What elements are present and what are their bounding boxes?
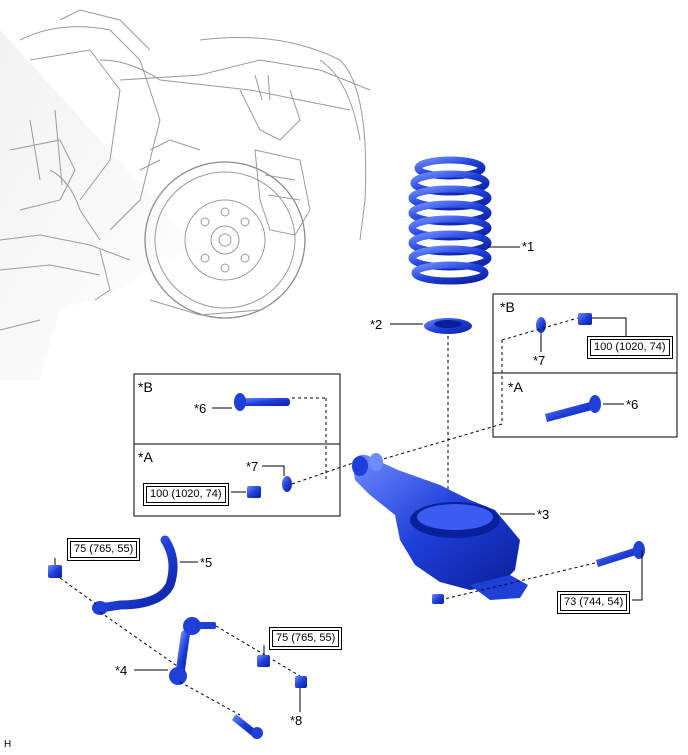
- dashed-line: [291, 461, 357, 485]
- leader-line: [632, 550, 643, 601]
- dashed-line: [59, 577, 97, 605]
- link-nut-lower: [295, 676, 307, 688]
- torque-spec-left-a: 100 (1020, 74): [143, 483, 229, 506]
- bolt-right-a: [545, 395, 601, 422]
- leader-line: [262, 465, 285, 476]
- torque-spec-stabilizer: 75 (765, 55): [66, 538, 141, 561]
- dashed-line: [215, 625, 301, 677]
- dashed-line: [439, 562, 596, 601]
- callout-8: *8: [290, 713, 303, 728]
- callout-6-left: *6: [194, 401, 207, 416]
- dashed-line: [379, 423, 503, 461]
- torque-spec-right-b: 100 (1020, 74): [587, 336, 673, 359]
- link-bolt: [232, 714, 263, 739]
- washer-left-a: [282, 476, 292, 492]
- stabilizer-bar: [92, 535, 178, 615]
- left-variant-box: [133, 373, 341, 517]
- dashed-line: [501, 317, 579, 341]
- corner-code: H: [4, 739, 12, 750]
- torque-spec-link: 75 (765, 55): [268, 627, 343, 650]
- nut-right-b: [578, 313, 592, 325]
- vehicle-background: [0, 9, 371, 380]
- callout-3: *3: [537, 507, 550, 522]
- washer-right-b: [536, 317, 546, 333]
- callout-2: *2: [370, 317, 383, 332]
- variant-header-right-b: *B: [500, 299, 515, 315]
- callout-7-right: *7: [533, 353, 546, 368]
- lower-control-arm: [352, 453, 528, 600]
- arm-nut: [432, 594, 444, 604]
- dashed-line: [179, 681, 241, 716]
- leader-line: [592, 317, 627, 336]
- variant-header-right-a: *A: [508, 379, 523, 395]
- coil-spring: [408, 156, 492, 285]
- bolt-left-b: [234, 393, 290, 411]
- stabilizer-nut: [48, 565, 62, 578]
- arm-bolt: [596, 541, 645, 567]
- dashed-line: [99, 611, 181, 669]
- variant-header-left-a: *A: [138, 449, 153, 465]
- nut-left-a: [247, 486, 261, 498]
- callout-6-right: *6: [626, 397, 639, 412]
- link-nut: [257, 655, 270, 667]
- spring-insulator: [424, 318, 472, 334]
- stabilizer-link: [169, 617, 216, 685]
- callout-1: *1: [522, 239, 535, 254]
- torque-spec-arm-bolt: 73 (744, 54): [556, 591, 631, 614]
- callout-7-left: *7: [246, 459, 259, 474]
- variant-header-left-b: *B: [138, 379, 153, 395]
- callout-5: *5: [200, 555, 213, 570]
- right-variant-box: [492, 293, 678, 438]
- callout-4: *4: [115, 663, 128, 678]
